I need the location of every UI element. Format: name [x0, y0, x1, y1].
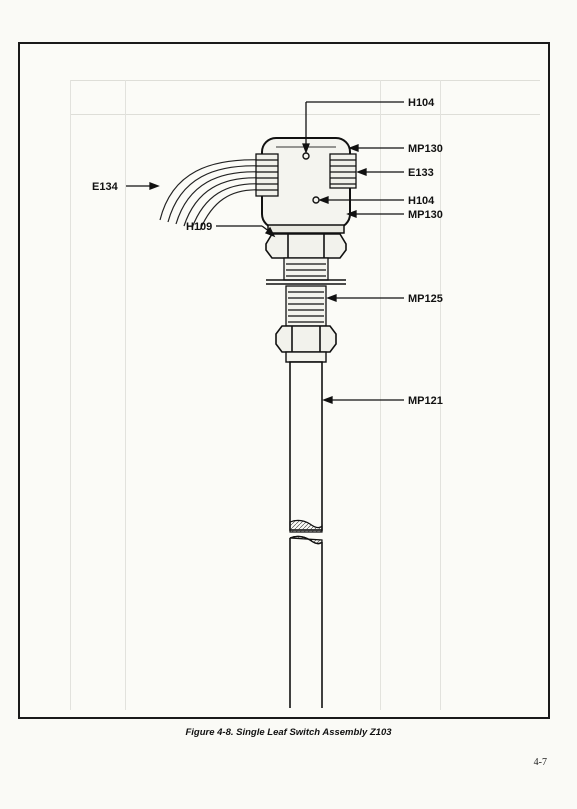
callout-e134: E134	[92, 181, 119, 193]
shaft-mp121-upper	[289, 361, 323, 533]
nut-washer	[285, 351, 327, 363]
callout-mp130-top: MP130	[408, 143, 443, 155]
callout-mp121: MP121	[408, 395, 443, 407]
threaded-collar-mp125	[285, 285, 327, 327]
cable-bundle-e134	[159, 159, 263, 231]
callout-e133: E133	[408, 167, 434, 179]
shaft-mp121-lower	[289, 535, 323, 708]
lower-hex-nut	[275, 325, 337, 353]
page-number: 4-7	[533, 757, 547, 768]
threaded-bushing	[283, 257, 329, 281]
hex-nut-h109	[265, 233, 347, 259]
callout-mp130-mid: MP130	[408, 209, 443, 221]
callout-h104-top: H104	[408, 97, 435, 109]
left-grommet	[255, 153, 279, 197]
leader-lines	[126, 101, 404, 404]
callout-mp125: MP125	[408, 293, 443, 305]
mounting-panel	[266, 279, 346, 285]
callout-h104-mid: H104	[408, 195, 435, 207]
callout-h109: H109	[186, 221, 212, 233]
bleed-through-table	[20, 44, 548, 717]
right-terminal-e133	[329, 153, 357, 189]
figure-caption: Figure 4-8. Single Leaf Switch Assembly …	[185, 727, 392, 738]
